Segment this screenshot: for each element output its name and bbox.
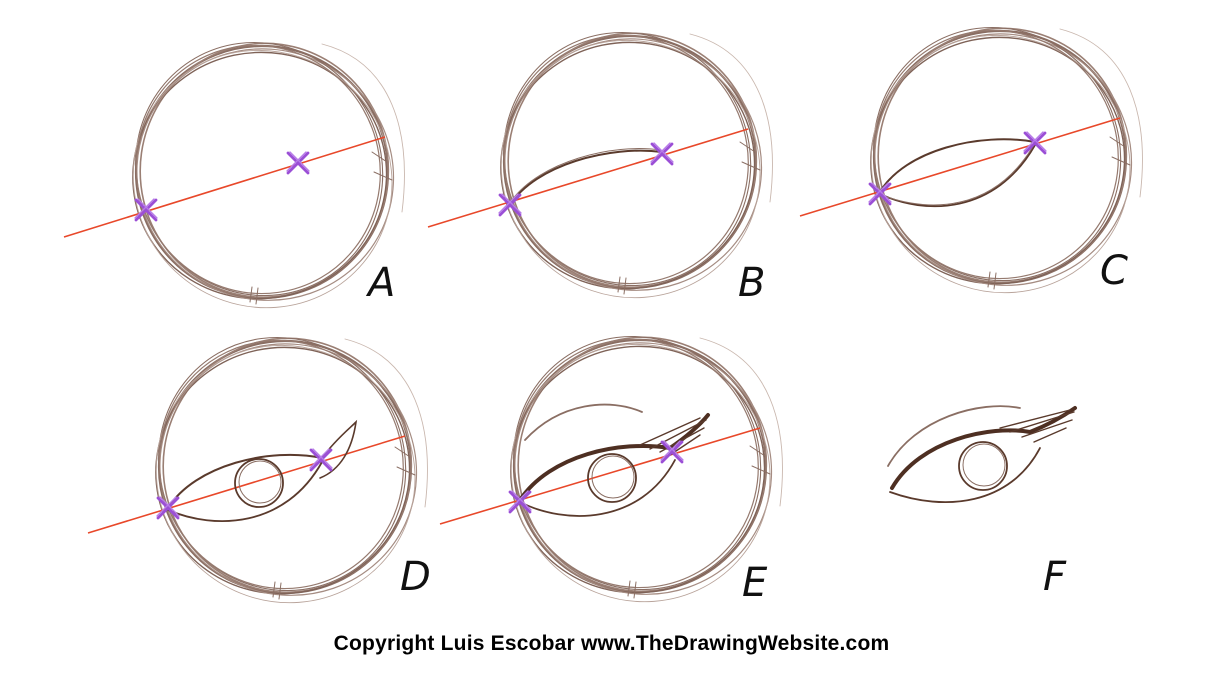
- guide-line: [799, 117, 1121, 217]
- iris: [958, 441, 1008, 491]
- guide-line: [427, 128, 749, 228]
- upper-lid-curve: [167, 453, 323, 509]
- copyright-footer: Copyright Luis Escobar www.TheDrawingWeb…: [333, 632, 890, 655]
- guide-circle: [457, 290, 824, 656]
- panel-c-label: C: [1100, 248, 1128, 294]
- panel-c: C: [799, 0, 1184, 347]
- guide-line: [87, 435, 406, 534]
- panel-b-label: B: [738, 260, 765, 306]
- guide-circle: [102, 291, 469, 657]
- panel-a: A: [63, 0, 446, 362]
- panel-f: F: [887, 405, 1077, 600]
- panel-f-label: F: [1043, 554, 1067, 600]
- upper-lid-curve: [879, 138, 1036, 193]
- iris: [234, 458, 284, 508]
- lower-lid-curve: [519, 459, 676, 517]
- panel-d: D: [87, 291, 469, 657]
- upper-lid-curve: [509, 149, 663, 206]
- guide-circle: [817, 0, 1184, 347]
- panel-e-label: E: [742, 560, 768, 606]
- panel-b: B: [427, 0, 814, 352]
- lower-lid-curve: [889, 447, 1041, 503]
- guide-line: [63, 136, 386, 238]
- lower-lid-curve: [167, 461, 323, 523]
- eyebrow-stroke: [887, 405, 1021, 467]
- panel-e: E: [439, 290, 824, 656]
- guide-line: [439, 427, 761, 525]
- eyebrow-stroke: [524, 403, 643, 441]
- panel-a-label: A: [365, 260, 395, 306]
- lid-tail: [319, 419, 358, 479]
- panel-d-label: D: [400, 554, 431, 600]
- lower-lid-curve: [879, 144, 1036, 208]
- guide-circle: [79, 0, 446, 362]
- lash-line: [518, 413, 710, 502]
- iris: [587, 453, 637, 503]
